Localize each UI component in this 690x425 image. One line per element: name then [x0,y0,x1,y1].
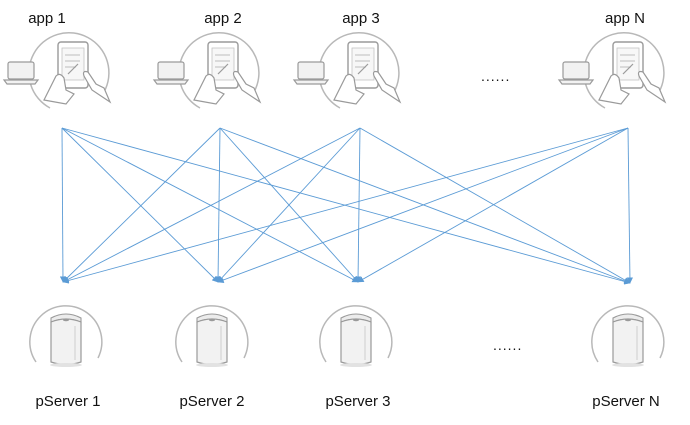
server-icon [29,305,103,367]
server-icon [319,305,393,367]
app-label-1: app 1 [28,10,66,27]
app-label-2: app 2 [204,10,242,27]
connection-line-app1-server2 [61,127,219,283]
connection-line-app2-server1 [62,127,221,283]
server-icons [29,305,665,367]
app-label-n: app N [604,10,646,27]
connection-line-app4-server4 [626,127,634,284]
connection-line-app2-server4 [219,127,631,284]
connection-line-app4-server2 [217,127,629,283]
server-icon [591,305,665,367]
connection-line-app2-server2 [214,127,222,283]
connection-lines [59,127,634,285]
connection-line-app3-server1 [62,127,361,283]
connection-line-app1-server1 [59,127,67,283]
connection-line-app1-server3 [61,127,359,283]
server-label-n: pServer N [592,393,660,410]
server-icon [175,305,249,367]
connection-line-app3-server2 [217,127,361,283]
app-label-3: app 3 [342,10,380,27]
connection-line-app4-server3 [357,127,629,283]
app-device-icon [152,32,262,109]
app-device-icon [2,32,112,109]
server-label-2: pServer 2 [179,393,245,410]
server-label-3: pServer 3 [325,393,391,410]
app-icons [2,32,667,109]
app-device-icon [557,32,667,109]
server-label-1: pServer 1 [35,393,101,410]
connection-line-app4-server1 [62,127,629,284]
app-device-icon [292,32,402,109]
connection-line-app1-server4 [61,127,631,285]
connection-line-app3-server3 [354,127,362,283]
servers-ellipsis: ...... [493,337,523,353]
apps-ellipsis: ...... [481,68,511,84]
connection-line-app3-server4 [359,127,631,284]
